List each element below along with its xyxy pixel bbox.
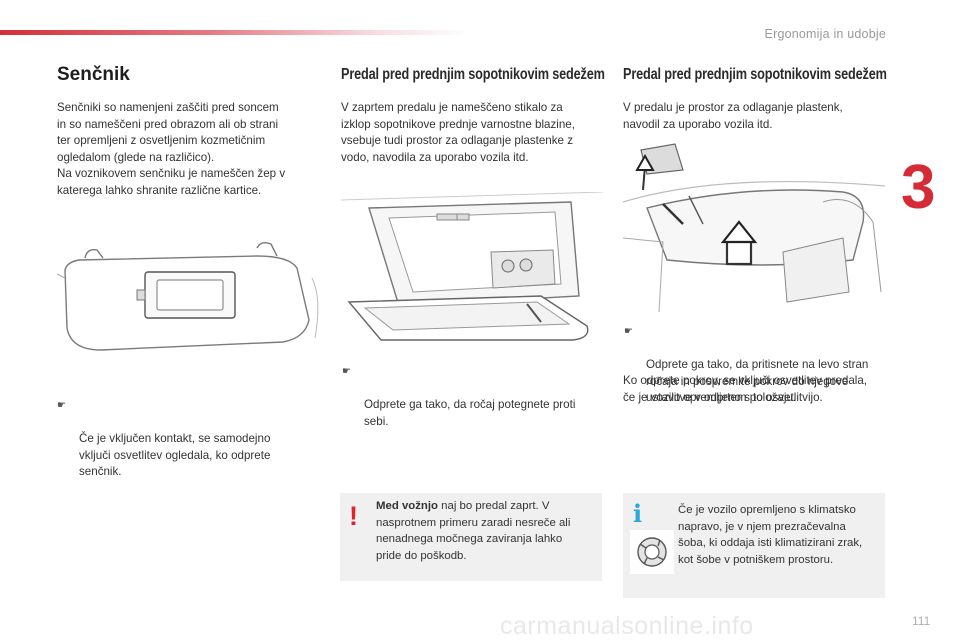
sun-visor-illustration [57, 238, 323, 366]
watermark: carmanualsonline.info [500, 612, 754, 640]
header-accent-bar [0, 30, 470, 35]
info-icon: i [633, 499, 643, 528]
section-title-sun-visor: Senčnik [57, 64, 130, 85]
glovebox-bullet-2-text: Odprete ga tako, da pritisnete na levo s… [646, 358, 869, 404]
glovebox-bullet-2: ☛ Odprete ga tako, da pritisnete na levo… [624, 324, 886, 407]
bullet-arrow-icon: ☛ [342, 366, 351, 377]
section-title-glovebox-1: Predal pred prednjim sopotnikovim sedeže… [341, 66, 605, 83]
sun-visor-drawing [57, 241, 319, 351]
glovebox-open-illustration [341, 192, 603, 342]
info-text: Če je vozilo opremljeno s klimatsko napr… [678, 504, 863, 566]
section-title-glovebox-2: Predal pred prednjim sopotnikovim sedeže… [623, 66, 887, 83]
sun-visor-bullet-text: Če je vključen kontakt, se samodejno vkl… [79, 432, 271, 478]
glovebox-after-text: Ko odprete pokrov, se vključi osvetlitev… [623, 374, 868, 404]
glovebox-intro-2: V predalu je prostor za odlaganje plaste… [623, 101, 843, 131]
chapter-number: 3 [901, 153, 936, 222]
page-number: 111 [912, 614, 931, 628]
sun-visor-intro: Senčniki so namenjeni zaščiti pred sonce… [57, 101, 286, 197]
warning-icon: ! [349, 501, 358, 531]
bullet-arrow-icon: ☛ [624, 326, 633, 337]
glovebox-bullet-1: ☛ Odprete ga tako, da ročaj potegnete pr… [342, 364, 604, 430]
warning-box [340, 493, 602, 581]
warning-bold: Med vožnjo [376, 500, 439, 512]
glovebox-handle-illustration [623, 142, 885, 318]
bullet-arrow-icon: ☛ [57, 400, 66, 411]
glovebox-open-drawing [341, 192, 603, 341]
vent-nozzle-illustration [630, 530, 674, 574]
warning-text: Med vožnjo naj bo predal zaprt. V naspro… [376, 498, 598, 564]
glovebox-bullet-1-text: Odprete ga tako, da ročaj potegnete prot… [364, 398, 576, 428]
glovebox-intro-1: V zaprtem predalu je nameščeno stikalo z… [341, 101, 575, 164]
warning-body: naj bo predal zaprt. V nasprotnem primer… [376, 500, 571, 562]
glovebox-handle-drawing [623, 143, 885, 313]
vent-nozzle-drawing [637, 537, 667, 567]
chapter-title: Ergonomija in udobje [764, 27, 886, 41]
sun-visor-bullet: ☛ Če je vključen kontakt, se samodejno v… [57, 398, 319, 481]
